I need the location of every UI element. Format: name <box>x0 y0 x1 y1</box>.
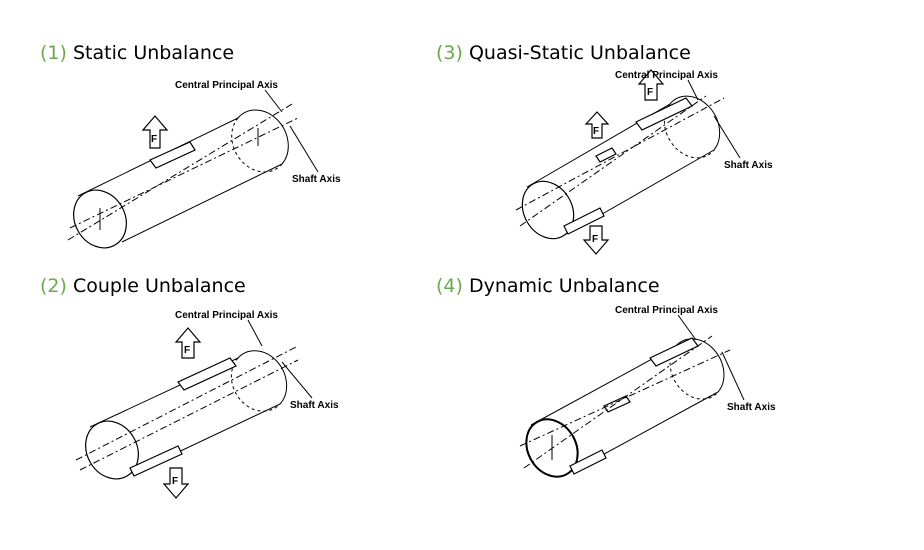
down-force-arrow <box>582 225 610 255</box>
panel-title-text: Static Unbalance <box>72 42 235 64</box>
central-principal-axis-line <box>523 335 713 469</box>
central-leader-line <box>687 79 699 101</box>
panel-number: (1) <box>40 42 67 64</box>
bottom-unbalance-mass <box>569 449 607 475</box>
down-force-label: F <box>592 234 598 245</box>
force-arrow <box>141 115 169 149</box>
central-principal-axis-label: Central Principal Axis <box>615 305 718 316</box>
shaft-axis-line <box>69 117 299 229</box>
down-force-arrow <box>162 467 190 499</box>
central-principal-axis-line <box>75 345 299 461</box>
force-label: F <box>151 134 157 145</box>
down-force-label: F <box>172 476 178 487</box>
static-unbalance-diagram: F Central Principal Axis Shaft Axis <box>67 80 341 249</box>
panel-title-text: Dynamic Unbalance <box>468 275 660 297</box>
shaft-bottom-edge <box>121 163 283 243</box>
panel-quasi-static-unbalance: (3) Quasi-Static Unbalance F F F Central… <box>436 0 880 255</box>
shaft-far-end-hidden <box>663 103 715 159</box>
couple-unbalance-diagram: F F Central Principal Axis Shaft Axis <box>75 310 339 499</box>
shaft-axis-line <box>515 97 725 211</box>
top-unbalance-mass <box>649 337 699 367</box>
panel-title-text: Quasi-Static Unbalance <box>468 42 691 64</box>
shaft-axis-line <box>79 359 299 471</box>
central-principal-axis-line <box>519 95 707 227</box>
dynamic-unbalance-diagram: Central Principal Axis Shaft Axis <box>519 305 776 478</box>
panel-title: (2) Couple Unbalance <box>40 275 246 297</box>
shaft-leader-line <box>281 361 313 399</box>
middle-mass <box>595 147 617 163</box>
panel-couple-unbalance: (2) Couple Unbalance F F Central Princip… <box>0 270 440 510</box>
panel-number: (2) <box>40 275 67 297</box>
panel-dynamic-unbalance: (4) Dynamic Unbalance Central Principal … <box>436 270 880 510</box>
panel-title: (1) Static Unbalance <box>40 42 234 64</box>
top-unbalance-mass <box>635 97 693 131</box>
central-principal-axis-label: Central Principal Axis <box>175 310 278 321</box>
shaft-axis-label: Shaft Axis <box>292 174 341 185</box>
shaft-axis-label: Shaft Axis <box>724 160 773 171</box>
up-force-label: F <box>647 87 653 98</box>
shaft-far-end <box>237 350 288 405</box>
bottom-unbalance-mass <box>563 207 605 235</box>
shaft-end-face <box>521 180 575 240</box>
central-leader-line <box>677 314 697 341</box>
shaft-axis-label: Shaft Axis <box>290 400 339 411</box>
up-force-arrow-small <box>584 111 610 139</box>
up-force-label-small: F <box>593 126 599 137</box>
panel-number: (3) <box>436 42 463 64</box>
up-force-arrow <box>174 327 202 359</box>
panel-title: (3) Quasi-Static Unbalance <box>436 42 691 64</box>
bottom-unbalance-mass <box>129 445 183 477</box>
shaft-axis-label: Shaft Axis <box>727 402 776 413</box>
central-principal-axis-label: Central Principal Axis <box>615 70 718 81</box>
central-principal-axis-label: Central Principal Axis <box>175 80 278 91</box>
shaft-leader-line <box>289 125 319 173</box>
up-force-label: F <box>184 345 190 356</box>
shaft-far-end-hidden <box>230 357 281 412</box>
shaft-far-end-hidden <box>231 117 283 173</box>
middle-mass <box>603 395 631 413</box>
up-force-arrow-large <box>637 69 665 101</box>
quasi-static-unbalance-diagram: F F F Central Principal Axis Shaft Axis <box>515 69 773 255</box>
panel-static-unbalance: (1) Static Unbalance F Central Principal… <box>0 0 440 249</box>
central-leader-line <box>247 319 263 347</box>
shaft-leader-line <box>713 115 741 159</box>
shaft-far-end <box>669 95 721 151</box>
panel-title: (4) Dynamic Unbalance <box>436 275 660 297</box>
shaft-end-face <box>85 420 139 480</box>
shaft-axis-line <box>519 349 731 447</box>
shaft-leader-line <box>721 351 745 401</box>
shaft-far-end <box>675 338 725 393</box>
shaft-far-end <box>237 109 289 165</box>
unbalance-mass <box>149 141 196 169</box>
central-leader-line <box>264 89 283 113</box>
panel-number: (4) <box>436 275 463 297</box>
shaft-far-end-hidden <box>669 345 719 400</box>
panel-title-text: Couple Unbalance <box>72 275 246 297</box>
top-unbalance-mass <box>177 357 237 391</box>
central-principal-axis-line <box>67 103 293 241</box>
